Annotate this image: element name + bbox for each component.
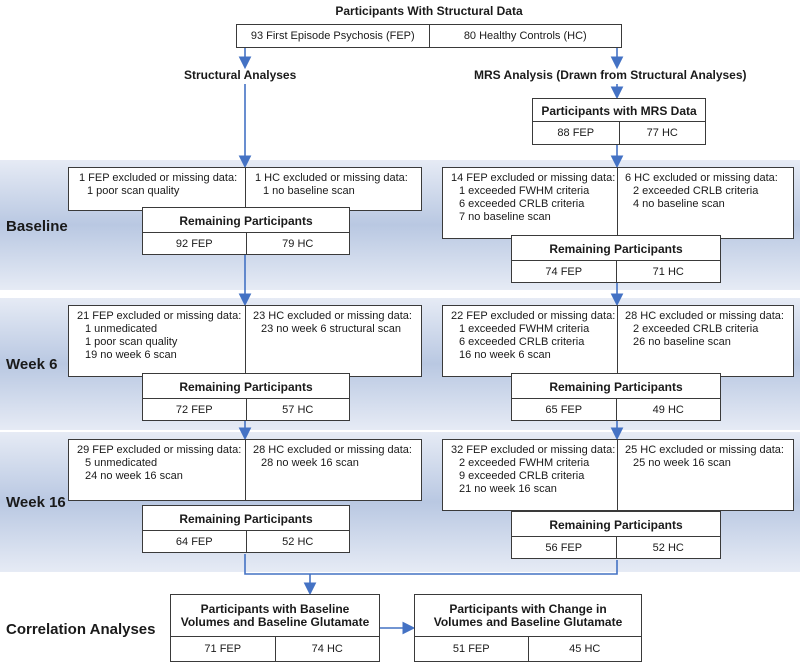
mrs-heading: MRS Analysis (Drawn from Structural Anal… bbox=[474, 68, 747, 82]
mrs-data-hc: 77 HC bbox=[618, 122, 706, 144]
baseline-structural-exclusions: 1 FEP excluded or missing data: 1 poor s… bbox=[68, 167, 422, 211]
mrs-data-fep: 88 FEP bbox=[557, 127, 595, 139]
top-title: Participants With Structural Data bbox=[335, 4, 523, 18]
week6-mrs-remaining-fep: 65 FEP bbox=[545, 403, 583, 416]
week6-mrs-remaining: Remaining Participants 65 FEP 49 HC bbox=[511, 373, 721, 421]
top-hc: 80 Healthy Controls (HC) bbox=[428, 25, 622, 47]
baseline-mrs-divider bbox=[617, 168, 618, 238]
top-fep: 93 First Episode Psychosis (FEP) bbox=[250, 30, 415, 42]
week16-mrs-remaining-hc: 52 HC bbox=[615, 537, 721, 558]
baseline-structural-divider bbox=[245, 168, 246, 210]
week16-structural-remaining-fep: 64 FEP bbox=[175, 535, 213, 548]
week6-mrs-remaining-title: Remaining Participants bbox=[549, 379, 683, 394]
week6-mrs-fep-exclusions: 22 FEP excluded or missing data: 1 excee… bbox=[451, 310, 616, 361]
week16-structural-remaining-title: Remaining Participants bbox=[179, 511, 313, 526]
baseline-mrs-remaining: Remaining Participants 74 FEP 71 HC bbox=[511, 235, 721, 283]
correlation-change-hc: 45 HC bbox=[527, 637, 642, 661]
week6-structural-remaining-hc: 57 HC bbox=[245, 399, 350, 420]
mrs-data-title: Participants with MRS Data bbox=[541, 103, 697, 118]
baseline-structural-fep-exclusions: 1 FEP excluded or missing data: 1 poor s… bbox=[79, 172, 238, 197]
baseline-structural-remaining: Remaining Participants 92 FEP 79 HC bbox=[142, 207, 350, 255]
baseline-mrs-hc-exclusions: 6 HC excluded or missing data: 2 exceede… bbox=[625, 172, 778, 210]
stage-label-week6: Week 6 bbox=[6, 356, 58, 373]
week16-structural-fep-exclusions: 29 FEP excluded or missing data: 5 unmed… bbox=[77, 444, 242, 482]
week16-mrs-fep-exclusions: 32 FEP excluded or missing data: 2 excee… bbox=[451, 444, 616, 495]
week6-mrs-divider bbox=[617, 306, 618, 376]
correlation-baseline-box: Participants with Baseline Volumes and B… bbox=[170, 594, 380, 662]
baseline-structural-remaining-title: Remaining Participants bbox=[179, 213, 313, 228]
baseline-mrs-exclusions: 14 FEP excluded or missing data: 1 excee… bbox=[442, 167, 794, 239]
week16-structural-remaining-counts: 64 FEP 52 HC bbox=[143, 530, 349, 552]
baseline-structural-remaining-fep: 92 FEP bbox=[175, 237, 213, 250]
structural-heading: Structural Analyses bbox=[184, 68, 297, 82]
week6-structural-remaining-counts: 72 FEP 57 HC bbox=[143, 398, 349, 420]
week16-structural-hc-exclusions: 28 HC excluded or missing data: 28 no we… bbox=[253, 444, 412, 469]
week6-mrs-hc-exclusions: 28 HC excluded or missing data: 2 exceed… bbox=[625, 310, 784, 348]
week6-structural-hc-exclusions: 23 HC excluded or missing data: 23 no we… bbox=[253, 310, 412, 335]
correlation-baseline-counts: 71 FEP 74 HC bbox=[171, 636, 379, 661]
baseline-mrs-remaining-fep: 74 FEP bbox=[545, 265, 583, 278]
stage-label-week16: Week 16 bbox=[6, 494, 66, 511]
week16-mrs-remaining-fep: 56 FEP bbox=[545, 541, 583, 554]
week16-mrs-remaining-title: Remaining Participants bbox=[549, 517, 683, 532]
week6-structural-remaining-fep: 72 FEP bbox=[175, 403, 213, 416]
week6-structural-exclusions: 21 FEP excluded or missing data: 1 unmed… bbox=[68, 305, 422, 377]
correlation-change-box: Participants with Change in Volumes and … bbox=[414, 594, 642, 662]
week16-structural-remaining-hc: 52 HC bbox=[245, 531, 350, 552]
correlation-change-title: Participants with Change in Volumes and … bbox=[433, 602, 623, 629]
baseline-mrs-fep-exclusions: 14 FEP excluded or missing data: 1 excee… bbox=[451, 172, 616, 223]
week16-structural-remaining: Remaining Participants 64 FEP 52 HC bbox=[142, 505, 350, 553]
correlation-change-counts: 51 FEP 45 HC bbox=[415, 636, 641, 661]
week6-structural-fep-exclusions: 21 FEP excluded or missing data: 1 unmed… bbox=[77, 310, 242, 361]
week16-structural-divider bbox=[245, 440, 246, 500]
week16-structural-exclusions: 29 FEP excluded or missing data: 5 unmed… bbox=[68, 439, 422, 501]
correlation-baseline-hc: 74 HC bbox=[274, 637, 380, 661]
baseline-structural-remaining-hc: 79 HC bbox=[245, 233, 350, 254]
week6-structural-remaining-title: Remaining Participants bbox=[179, 379, 313, 394]
week16-mrs-remaining: Remaining Participants 56 FEP 52 HC bbox=[511, 511, 721, 559]
correlation-label: Correlation Analyses bbox=[6, 621, 156, 638]
week16-mrs-remaining-counts: 56 FEP 52 HC bbox=[512, 536, 720, 558]
correlation-baseline-fep: 71 FEP bbox=[204, 643, 242, 655]
week6-structural-remaining: Remaining Participants 72 FEP 57 HC bbox=[142, 373, 350, 421]
week6-mrs-exclusions: 22 FEP excluded or missing data: 1 excee… bbox=[442, 305, 794, 377]
week16-mrs-divider bbox=[617, 440, 618, 510]
week6-mrs-remaining-hc: 49 HC bbox=[615, 399, 721, 420]
baseline-mrs-remaining-hc: 71 HC bbox=[615, 261, 721, 282]
top-box: Participants With Structural Data 93 Fir… bbox=[236, 4, 622, 48]
baseline-mrs-remaining-title: Remaining Participants bbox=[549, 241, 683, 256]
week6-mrs-remaining-counts: 65 FEP 49 HC bbox=[512, 398, 720, 420]
structural-to-correlation-line bbox=[244, 554, 618, 575]
week16-mrs-hc-exclusions: 25 HC excluded or missing data: 25 no we… bbox=[625, 444, 784, 469]
mrs-data-box: Participants with MRS Data 88 FEP 77 HC bbox=[532, 98, 706, 145]
mrs-data-counts: 88 FEP 77 HC bbox=[533, 121, 705, 144]
correlation-change-fep: 51 FEP bbox=[452, 643, 490, 655]
baseline-structural-remaining-counts: 92 FEP 79 HC bbox=[143, 232, 349, 254]
week6-structural-divider bbox=[245, 306, 246, 376]
correlation-baseline-title: Participants with Baseline Volumes and B… bbox=[180, 602, 370, 629]
baseline-structural-hc-exclusions: 1 HC excluded or missing data: 1 no base… bbox=[255, 172, 408, 197]
week16-mrs-exclusions: 32 FEP excluded or missing data: 2 excee… bbox=[442, 439, 794, 511]
top-split: 93 First Episode Psychosis (FEP) 80 Heal… bbox=[236, 24, 622, 48]
baseline-mrs-remaining-counts: 74 FEP 71 HC bbox=[512, 260, 720, 282]
stage-label-baseline: Baseline bbox=[6, 218, 68, 235]
